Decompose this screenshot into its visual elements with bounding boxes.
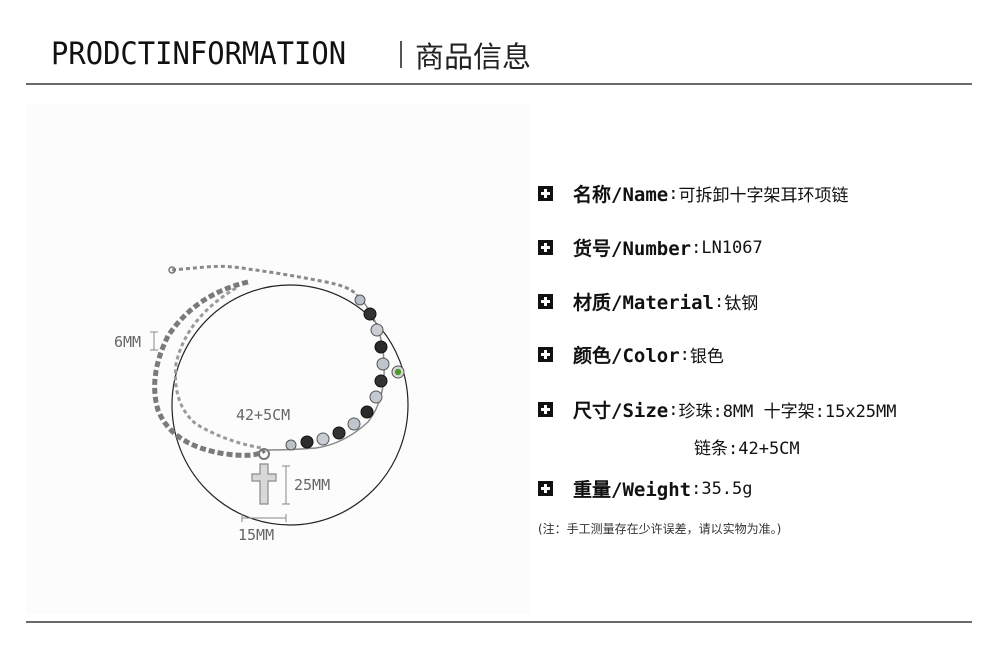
plus-icon xyxy=(538,240,553,255)
spec-value: 35.5g xyxy=(701,478,753,499)
spec-size: 尺寸/Size : 珍珠:8MM 十字架:15x25MM xyxy=(538,396,897,423)
spec-label: 重量/Weight xyxy=(573,479,692,501)
spec-material: 材质/Material : 钛钢 xyxy=(538,288,758,315)
spec-size-chain: 链条:42+5CM xyxy=(694,439,800,459)
product-photo: 6MM 42+5CM 25MM 15MM xyxy=(26,104,530,614)
page-header: PRODCTINFORMATION 商品信息 xyxy=(51,34,531,74)
inner-chain xyxy=(173,286,263,450)
plus-icon xyxy=(538,481,553,496)
spec-label: 名称/Name xyxy=(573,184,669,206)
bottom-divider xyxy=(26,621,972,623)
dim-cross-width: 15MM xyxy=(238,526,274,544)
dim-length: 42+5CM xyxy=(236,406,290,424)
spec-color: 颜色/Color : 银色 xyxy=(538,341,724,368)
measurement-note: (注：手工测量存在少许误差，请以实物为准。) xyxy=(538,522,782,536)
plus-icon xyxy=(538,294,553,309)
plus-icon xyxy=(538,186,553,201)
page-title-en: PRODCTINFORMATION xyxy=(51,36,347,72)
pendant-ring xyxy=(258,448,270,460)
length-ring xyxy=(171,284,409,526)
spec-weight: 重量/Weight : 35.5g xyxy=(538,475,753,502)
title-separator xyxy=(400,41,402,68)
dim-thickness: 6MM xyxy=(114,333,141,351)
plus-icon xyxy=(538,347,553,362)
extender-chain xyxy=(171,264,358,296)
necklace-illustration: 6MM 42+5CM 25MM 15MM xyxy=(114,264,409,544)
plus-icon xyxy=(538,402,553,417)
dim-cross-height: 25MM xyxy=(294,476,330,494)
clasp xyxy=(168,266,176,274)
spec-value: 钛钢 xyxy=(724,294,759,314)
page-title-cn: 商品信息 xyxy=(415,40,532,74)
spec-label: 货号/Number xyxy=(573,238,692,260)
spec-name: 名称/Name : 可拆卸十字架耳环项链 xyxy=(538,180,848,207)
top-divider xyxy=(26,83,972,85)
spec-value: 可拆卸十字架耳环项链 xyxy=(678,186,849,206)
spec-label: 颜色/Color xyxy=(573,345,680,367)
spec-number: 货号/Number : LN1067 xyxy=(538,234,763,261)
spec-value: 银色 xyxy=(689,347,724,367)
outer-chain xyxy=(152,279,266,458)
spec-label: 材质/Material xyxy=(573,292,714,314)
spec-value: LN1067 xyxy=(701,237,763,258)
spec-value: 珍珠:8MM 十字架:15x25MM xyxy=(678,402,897,422)
cross-pendant xyxy=(251,463,277,505)
spec-label: 尺寸/Size xyxy=(573,400,669,422)
beads xyxy=(285,294,390,451)
